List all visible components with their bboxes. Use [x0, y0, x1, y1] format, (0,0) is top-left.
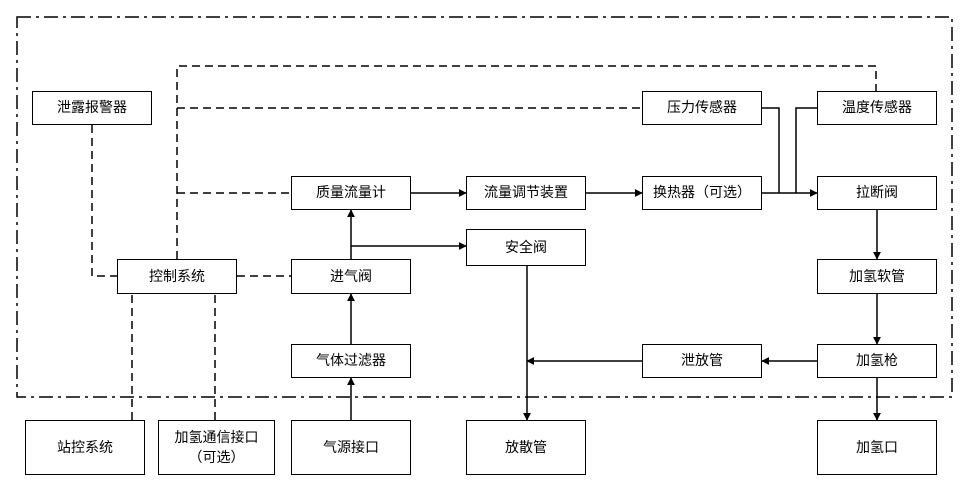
temperature-sensor-box: 温度传感器: [817, 91, 937, 125]
control-system-label: 控制系统: [149, 268, 205, 285]
station-control-label: 站控系统: [57, 439, 113, 456]
vent-pipe-label: 泄放管: [681, 353, 723, 369]
safety-valve-label: 安全阀: [505, 239, 547, 256]
hydrogen-hose-box: 加氢软管: [817, 259, 937, 294]
inlet-valve-box: 进气阀: [291, 259, 411, 294]
filling-port-box: 加氢口: [817, 420, 937, 475]
heat-exchanger-label: 换热器（可选）: [653, 185, 751, 201]
vent-pipe-box: 泄放管: [642, 344, 762, 378]
flow-regulator-label: 流量调节装置: [484, 185, 568, 201]
heat-exchanger-box: 换热器（可选）: [642, 176, 762, 210]
leak-alarm-box: 泄露报警器: [32, 91, 152, 125]
breakaway-valve-label: 拉断阀: [856, 185, 898, 201]
hydrogen-hose-label: 加氢软管: [849, 268, 905, 285]
station-control-box: 站控系统: [25, 420, 145, 475]
comm-interface-box: 加氢通信接口 （可选）: [158, 420, 275, 475]
temperature-sensor-label: 温度传感器: [842, 100, 912, 116]
hydrogen-nozzle-label: 加氢枪: [856, 353, 898, 369]
gas-source-interface-box: 气源接口: [291, 420, 411, 475]
hydrogen-nozzle-box: 加氢枪: [817, 344, 937, 378]
process-lines: [347, 107, 881, 421]
signal-lines: [91, 65, 877, 420]
control-system-box: 控制系统: [117, 259, 237, 294]
gas-filter-label: 气体过滤器: [316, 353, 386, 369]
leak-alarm-label: 泄露报警器: [57, 100, 127, 116]
filling-port-label: 加氢口: [856, 439, 898, 456]
temperature-sensor-tap: [795, 107, 817, 193]
signal-line-leak-alarm-to-control: [91, 125, 117, 277]
breakaway-valve-box: 拉断阀: [817, 176, 937, 210]
gas-filter-box: 气体过滤器: [291, 344, 411, 378]
comm-interface-label: 加氢通信接口 （可选）: [174, 429, 259, 466]
gas-source-interface-label: 气源接口: [323, 439, 379, 456]
pressure-sensor-box: 压力传感器: [642, 91, 762, 125]
mass-flow-meter-label: 质量流量计: [316, 185, 386, 201]
signal-line-control-to-temperature-sensor: [176, 65, 877, 259]
discharge-pipe-box: 放散管: [466, 420, 586, 475]
discharge-pipe-label: 放散管: [505, 439, 547, 456]
safety-valve-box: 安全阀: [466, 229, 586, 266]
pressure-sensor-label: 压力传感器: [667, 100, 737, 116]
dispenser-boundary: [16, 16, 953, 398]
inlet-valve-label: 进气阀: [330, 268, 372, 285]
pressure-sensor-tap: [762, 107, 780, 193]
mass-flow-meter-box: 质量流量计: [291, 176, 411, 210]
flow-regulator-box: 流量调节装置: [466, 176, 586, 210]
